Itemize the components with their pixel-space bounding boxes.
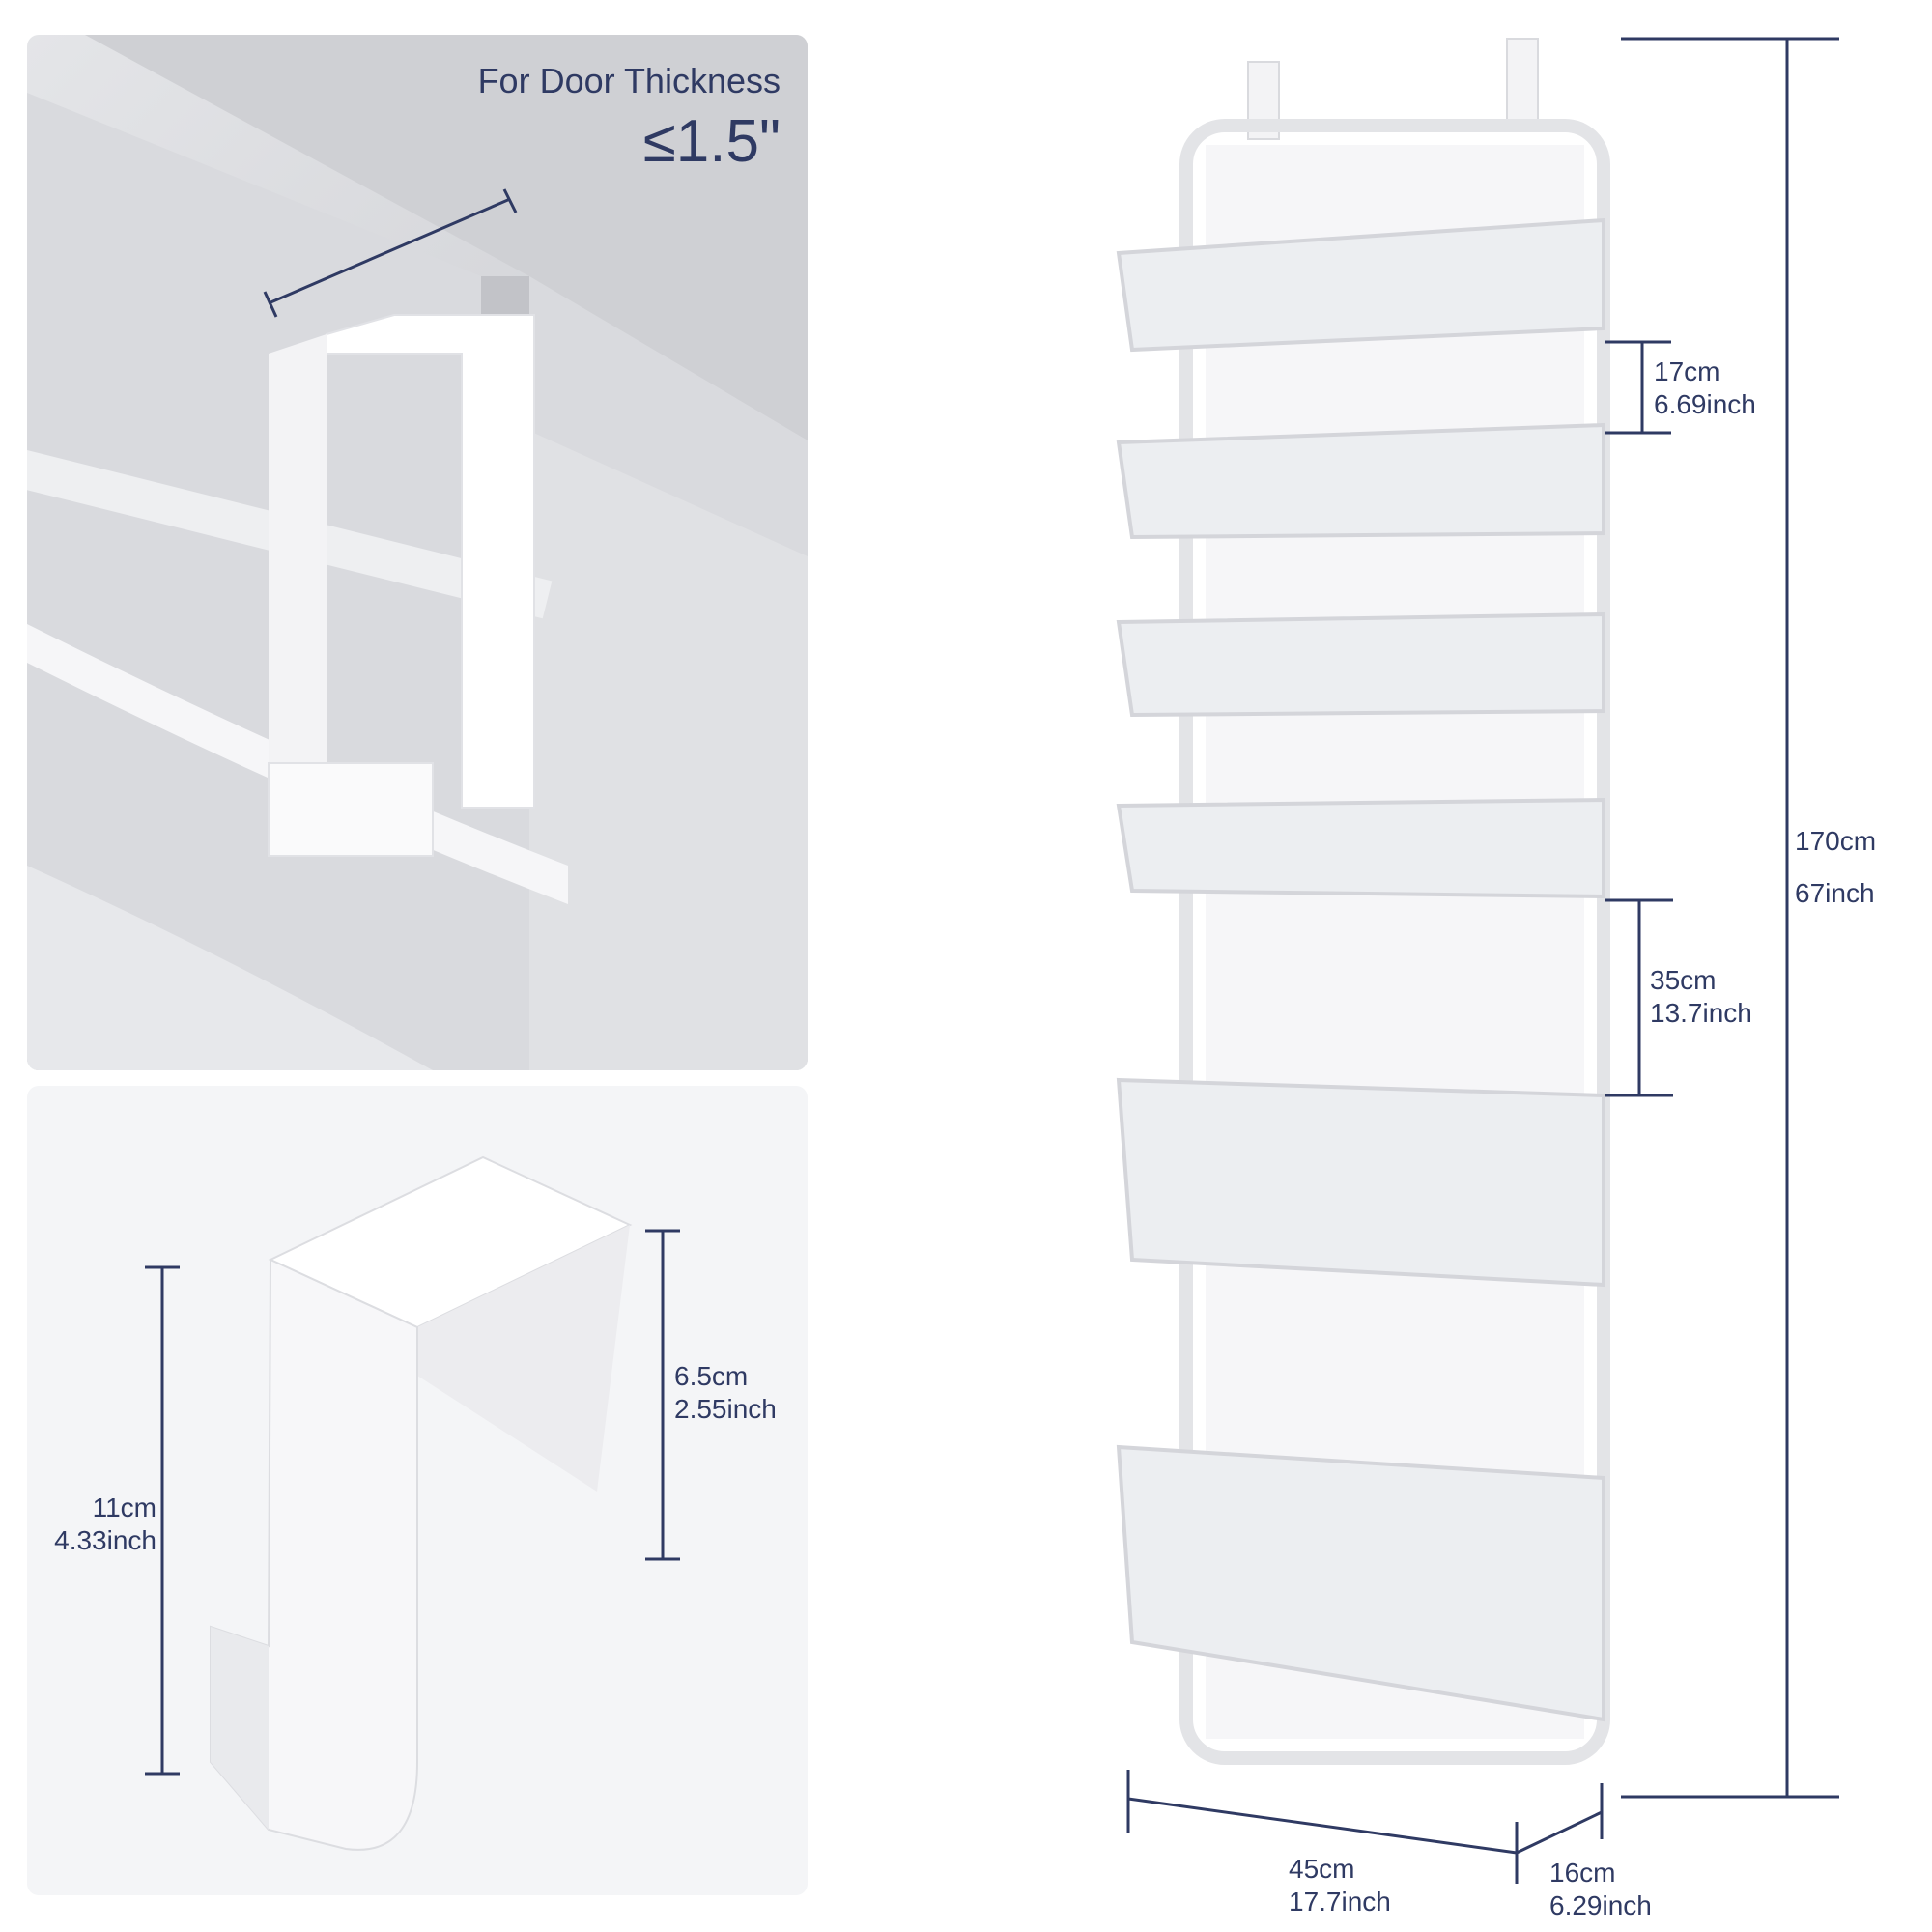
door-thickness-caption: For Door Thickness [477,61,781,100]
hook-height-cm: 11cm [92,1492,156,1522]
depth-cm: 16cm [1549,1858,1616,1888]
depth-inch: 6.29inch [1549,1890,1652,1920]
width-cm: 45cm [1289,1854,1355,1884]
width-line [1127,1797,1518,1855]
shelf-gap-inch: 6.69inch [1654,389,1756,419]
door-closeup-illustration [27,35,808,1070]
door-closeup-panel: For Door Thickness ≤1.5" [27,35,808,1070]
width-inch: 17.7inch [1289,1887,1391,1917]
depth-line [1516,1810,1603,1855]
total-height-inch: 67inch [1795,878,1875,908]
thickness-dimension-line [268,197,511,305]
shelf-gap-cm: 17cm [1654,356,1720,386]
rack-hook-right [1506,38,1539,127]
mesh-basket [27,866,433,1070]
hook-lip [211,1627,269,1830]
hook-height-inch: 4.33inch [54,1525,156,1555]
door-hook [326,314,535,809]
door-thickness-value: ≤1.5" [642,108,781,175]
hook-detail-panel: 11cm 4.33inch 6.5cm 2.55inch [27,1086,808,1895]
hook-detail-illustration [145,1155,680,1851]
tall-gap-inch: 13.7inch [1650,998,1752,1028]
door-hook-side [269,334,327,798]
rack-frame [1179,119,1610,1765]
hook-back-flap [417,1225,630,1492]
rack-baskets [1116,217,1605,1722]
door-top-surface [85,35,808,440]
hook-depth-cm: 6.5cm [674,1361,749,1391]
total-height-cm: 170cm [1795,826,1877,856]
door-side [529,431,808,1070]
hook-depth-inch: 2.55inch [674,1394,777,1424]
tall-gap-cm: 35cm [1650,965,1717,995]
hook-bottom-clip [268,762,434,857]
